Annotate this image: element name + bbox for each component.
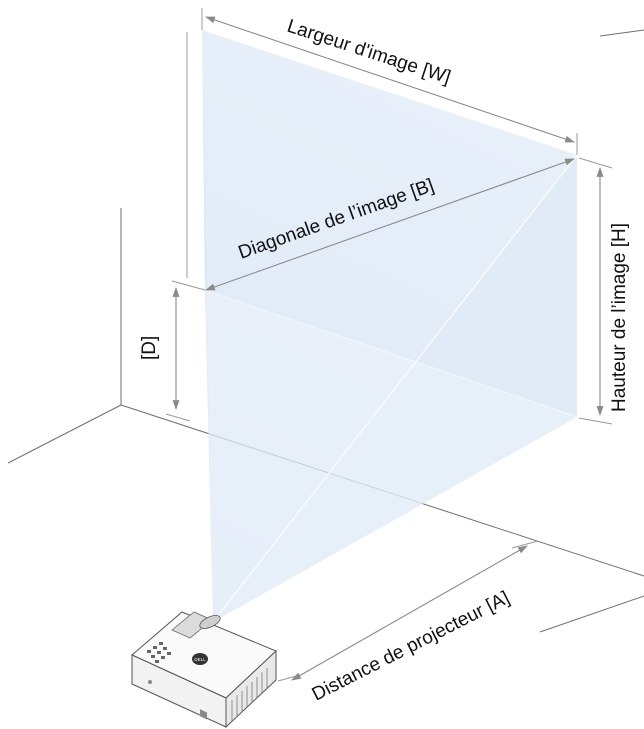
- projector-lens-ring: [199, 615, 221, 629]
- height-ext-bottom: [578, 417, 613, 425]
- width-arrow: [205, 16, 575, 143]
- dimension-arrows: [172, 16, 604, 681]
- projector-logo-badge: [192, 653, 208, 665]
- projector-side: [225, 649, 277, 729]
- offset-label: [D]: [139, 336, 160, 360]
- height-ext-top: [578, 157, 613, 169]
- distance-ext-bottom: [277, 674, 301, 682]
- beam-bottom-face: [205, 290, 577, 622]
- diagonal-arrow: [205, 158, 575, 291]
- offset-ext-top: [171, 280, 206, 291]
- floor-front-right-edge: [539, 595, 644, 633]
- distance-arrow: [291, 545, 528, 681]
- projector-logo-text: DELL: [194, 657, 206, 662]
- screen-diagonal-light: [204, 289, 578, 418]
- projector-distance-label: Distance de projecteur [A]: [309, 587, 513, 705]
- image-height-label: Hauteur de l’image [H]: [609, 223, 630, 412]
- projector-keypad: [147, 642, 171, 663]
- projector-vents: [231, 668, 268, 721]
- floor-back-left-edge: [7, 404, 122, 464]
- projector-front-sensor: [148, 680, 152, 684]
- projector: DELL: [131, 611, 277, 729]
- projector-front-port: [200, 709, 207, 720]
- offset-ext-bottom: [165, 413, 191, 422]
- wall-top-right-edge: [599, 29, 644, 37]
- projection-beam: [202, 30, 578, 623]
